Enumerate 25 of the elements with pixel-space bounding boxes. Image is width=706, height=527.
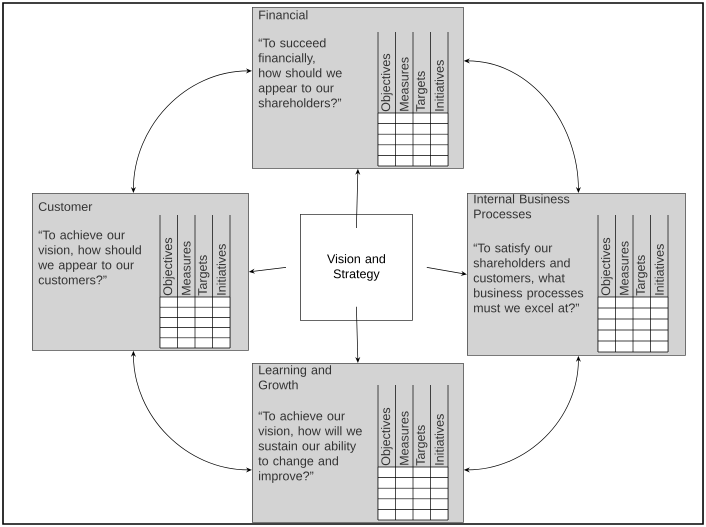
question-text: “To achieve our vision, how will we sustain our ability to change and improve?” <box>258 411 362 483</box>
column-header: Objectives <box>600 238 613 296</box>
column-header: Measures <box>620 241 629 295</box>
question-text: “To achieve our vision, how should we appear to our customers?” <box>38 230 141 284</box>
column-header: Objectives <box>162 238 175 296</box>
vision-box: Vision and Strategy <box>300 214 413 321</box>
column-header: Targets <box>198 255 210 296</box>
column-header: Measures <box>400 411 409 465</box>
box-heading: Financial <box>259 10 308 20</box>
column-header: Objectives <box>380 54 393 112</box>
box-heading: Customer <box>38 202 92 212</box>
column-header: Objectives <box>380 408 393 466</box>
question-text: “To satisfy our shareholders and customers, what business processes must we excel at?” <box>474 243 584 312</box>
box-heading: Internal Business Processes <box>474 194 570 218</box>
column-header: Targets <box>416 425 428 466</box>
column-header: Initiatives <box>216 244 226 295</box>
column-header: Targets <box>636 255 648 296</box>
column-header: Initiatives <box>434 60 444 111</box>
column-header: Measures <box>400 57 409 111</box>
column-header: Targets <box>416 71 428 112</box>
column-header: Measures <box>182 241 191 295</box>
box-heading: Learning and Growth <box>258 365 332 390</box>
column-header: Initiatives <box>654 244 664 295</box>
column-header: Initiatives <box>434 414 444 465</box>
question-text: “To succeed financially, how should we appear to our shareholders?” <box>258 38 342 108</box>
